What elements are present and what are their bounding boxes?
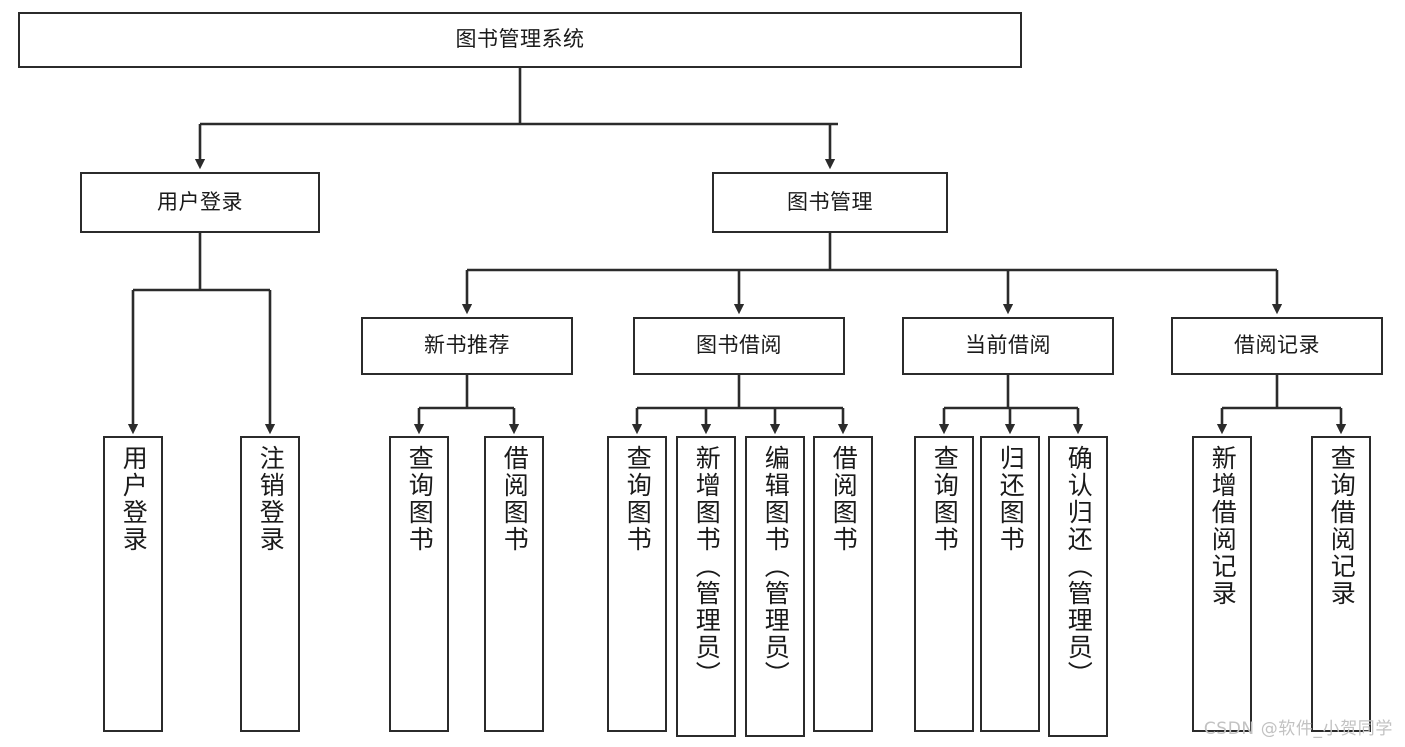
node-user-login-label: 用户登录	[157, 189, 243, 214]
node-book-borrow-label: 图书借阅	[696, 333, 782, 358]
leaf-current-borrow-1[interactable]: 查询图书	[914, 436, 974, 732]
leaf-book-borrow-4-label: 借阅图书	[829, 445, 859, 553]
leaf-book-borrow-3[interactable]: 编辑图书（管理员）	[745, 436, 805, 737]
node-new-book-recommend-label: 新书推荐	[424, 333, 510, 358]
leaf-current-borrow-1-label: 查询图书	[930, 445, 960, 553]
leaf-book-borrow-1[interactable]: 查询图书	[607, 436, 667, 732]
node-borrow-record-label: 借阅记录	[1234, 333, 1320, 358]
node-borrow-record[interactable]: 借阅记录	[1171, 317, 1383, 375]
leaf-book-borrow-2[interactable]: 新增图书（管理员）	[676, 436, 736, 737]
leaf-current-borrow-2-label: 归还图书	[996, 445, 1026, 553]
leaf-borrow-record-1[interactable]: 新增借阅记录	[1192, 436, 1252, 732]
leaf-borrow-record-2[interactable]: 查询借阅记录	[1311, 436, 1371, 732]
node-book-manage-label: 图书管理	[787, 189, 873, 214]
leaf-borrow-record-1-label: 新增借阅记录	[1208, 445, 1238, 607]
leaf-book-borrow-2-label: 新增图书（管理员）	[692, 445, 722, 688]
leaf-borrow-record-2-label: 查询借阅记录	[1327, 445, 1357, 607]
node-user-login[interactable]: 用户登录	[80, 172, 320, 233]
leaf-user-login-1-label: 用户登录	[119, 445, 149, 553]
node-root-label: 图书管理系统	[455, 27, 585, 52]
leaf-user-login-2-label: 注销登录	[256, 445, 286, 553]
leaf-current-borrow-3[interactable]: 确认归还（管理员）	[1048, 436, 1108, 737]
node-new-book-recommend[interactable]: 新书推荐	[361, 317, 573, 375]
node-current-borrow[interactable]: 当前借阅	[902, 317, 1114, 375]
leaf-current-borrow-2[interactable]: 归还图书	[980, 436, 1040, 732]
node-book-manage[interactable]: 图书管理	[712, 172, 948, 233]
leaf-user-login-2[interactable]: 注销登录	[240, 436, 300, 732]
node-root[interactable]: 图书管理系统	[18, 12, 1022, 68]
leaf-current-borrow-3-label: 确认归还（管理员）	[1064, 445, 1094, 688]
leaf-new-book-recommend-1-label: 查询图书	[405, 445, 435, 553]
node-book-borrow[interactable]: 图书借阅	[633, 317, 845, 375]
leaf-book-borrow-4[interactable]: 借阅图书	[813, 436, 873, 732]
node-current-borrow-label: 当前借阅	[965, 333, 1051, 358]
leaf-user-login-1[interactable]: 用户登录	[103, 436, 163, 732]
csdn-watermark: CSDN @软件_小贺同学	[1203, 719, 1393, 739]
leaf-new-book-recommend-1[interactable]: 查询图书	[389, 436, 449, 732]
leaf-book-borrow-3-label: 编辑图书（管理员）	[761, 445, 791, 688]
leaf-new-book-recommend-2-label: 借阅图书	[500, 445, 530, 553]
leaf-new-book-recommend-2[interactable]: 借阅图书	[484, 436, 544, 732]
leaf-book-borrow-1-label: 查询图书	[623, 445, 653, 553]
